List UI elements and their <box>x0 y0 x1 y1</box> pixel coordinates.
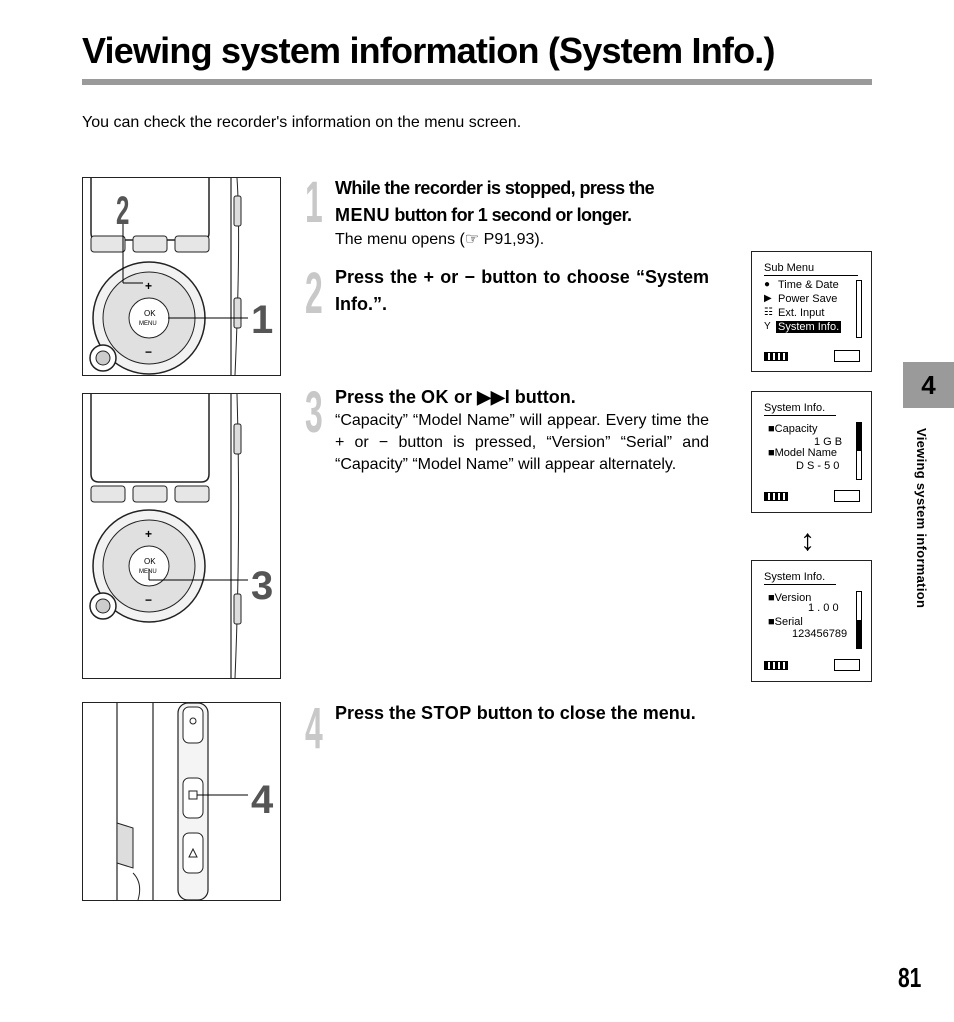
model-name-label: ■Model Name <box>768 447 838 459</box>
power-icon: ▶ <box>764 293 772 304</box>
lcd-sysinfo-version: System Info. ■Version 1 . 0 0 ■Serial 12… <box>751 560 872 682</box>
input-icon: ☷ <box>764 307 773 318</box>
step-3-body: “Capacity” “Model Name” will appear. Eve… <box>335 412 709 473</box>
plus-icon: + <box>335 434 345 451</box>
fast-forward-icon: ▶▶I <box>477 387 510 407</box>
ok-label: OK <box>144 557 156 566</box>
version-value: 1 . 0 0 <box>808 602 839 614</box>
capacity-label: ■Capacity <box>768 423 818 435</box>
mic-sensitivity-icon <box>834 350 860 362</box>
page-number: 81 <box>898 962 922 993</box>
ok-label: OK <box>144 309 156 318</box>
scrollbar <box>856 422 862 480</box>
lcd-title: Sub Menu <box>764 262 815 274</box>
menu-key: MENU <box>335 205 390 225</box>
callout-3: 3 <box>251 564 273 608</box>
reference-icon: ☞ <box>464 231 480 248</box>
step-2-number: 2 <box>305 261 323 326</box>
menu-label: MENU <box>139 321 157 327</box>
minus-icon: − <box>464 267 476 287</box>
minus-label: − <box>145 593 152 607</box>
serial-value: 123456789 <box>792 628 848 640</box>
battery-icon <box>764 492 788 501</box>
chapter-tab: 4 <box>903 362 954 408</box>
mic-sensitivity-icon <box>834 659 860 671</box>
step-1-number: 1 <box>305 170 323 235</box>
serial-label: ■Serial <box>768 616 803 628</box>
menu-label: MENU <box>139 569 157 575</box>
callout-2: 2 <box>116 188 129 233</box>
submenu-item-time-date: Time & Date <box>778 279 839 291</box>
submenu-item-power-save: Power Save <box>778 293 838 305</box>
page-title: Viewing system information (System Info.… <box>82 30 775 71</box>
info-icon: Y <box>764 321 771 332</box>
step-3-number: 3 <box>305 380 323 445</box>
recorder-figure-1: OK MENU + − 2 1 <box>82 177 281 376</box>
submenu-item-ext-input: Ext. Input <box>778 307 825 319</box>
callout-1: 1 <box>251 298 273 342</box>
minus-label: − <box>145 345 152 359</box>
scrollbar <box>856 591 862 649</box>
scrollbar <box>856 280 862 338</box>
callout-4: 4 <box>251 778 274 822</box>
step-3-heading: Press the OK or ▶▶I button. <box>335 387 576 407</box>
battery-icon <box>764 352 788 361</box>
up-down-arrow-icon: ↕ <box>800 524 815 557</box>
ok-key: OK <box>421 387 450 407</box>
lcd-submenu: Sub Menu ● ▶ ☷ Y Time & Date Power Save … <box>751 251 872 372</box>
step-4-heading: Press the STOP button to close the menu. <box>335 703 696 723</box>
battery-icon <box>764 661 788 670</box>
capacity-value: 1 G B <box>814 436 843 448</box>
step-1-heading: While the recorder is stopped, press the… <box>335 178 655 225</box>
step-1-body: The menu opens (☞ P91,93). <box>335 231 545 248</box>
step-2-heading: Press the + or − button to choose “Syste… <box>335 267 709 314</box>
lcd-title: System Info. <box>764 571 826 583</box>
mic-sensitivity-icon <box>834 490 860 502</box>
step-4-number: 4 <box>305 696 323 761</box>
plus-label: + <box>145 527 152 541</box>
lcd-title: System Info. <box>764 402 826 414</box>
version-label: ■Version <box>768 592 812 604</box>
intro-text: You can check the recorder's information… <box>82 114 522 131</box>
model-name-value: D S - 5 0 <box>796 460 840 472</box>
recorder-figure-3: 4 <box>82 702 281 901</box>
clock-icon: ● <box>764 279 771 290</box>
recorder-figure-2: OK MENU + − 3 <box>82 393 281 679</box>
submenu-item-system-info: System Info. <box>776 321 842 333</box>
plus-label: + <box>145 279 152 293</box>
chapter-tab-label: Viewing system information <box>914 428 929 609</box>
title-rule <box>82 79 872 85</box>
minus-icon: − <box>378 434 389 451</box>
plus-icon: + <box>423 267 435 287</box>
stop-key: STOP <box>421 703 472 723</box>
lcd-sysinfo-capacity: System Info. ■Capacity 1 G B ■Model Name… <box>751 391 872 513</box>
